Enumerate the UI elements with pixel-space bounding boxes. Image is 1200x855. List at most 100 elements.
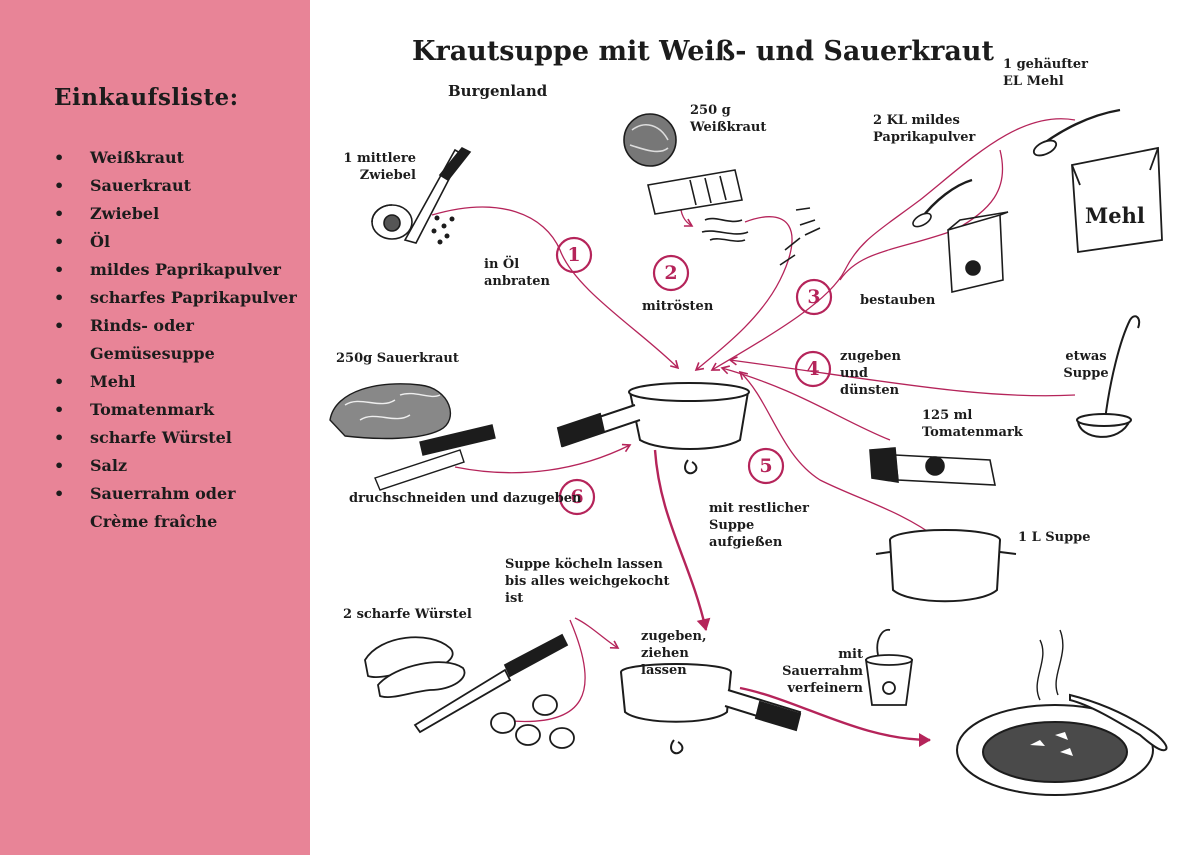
list-item-label: Zwiebel — [90, 204, 160, 223]
bullet-icon: • — [54, 204, 65, 223]
flow-line-ladle — [728, 356, 1076, 397]
flow-arrow-simmer — [653, 449, 711, 631]
list-item-label: scharfes Paprikapulver — [90, 288, 297, 307]
bullet-icon: • — [54, 148, 65, 167]
ladle-icon — [1076, 315, 1141, 438]
ingredient-white-cabbage-label: 250 g Weißkraut — [690, 103, 767, 135]
list-item-label: Tomatenmark — [90, 400, 215, 419]
soup-bowl-icon — [956, 629, 1168, 796]
step-4-number: 4 — [806, 358, 820, 380]
list-item: • Sauerrahm oder — [54, 480, 304, 508]
list-item: • Tomatenmark — [54, 396, 304, 424]
finish-note: mit Sauerrahm verfeinern — [782, 647, 863, 696]
list-item-label: Salz — [90, 456, 128, 475]
shopping-list-heading: Einkaufsliste: — [54, 84, 239, 111]
step-2-circle — [652, 254, 690, 292]
list-item-label: scharfe Würstel — [90, 428, 232, 447]
step-5-circle — [747, 447, 785, 485]
frying-pan-icon — [556, 382, 750, 475]
step-3-circle — [795, 278, 833, 316]
flow-line-onion — [431, 206, 680, 370]
ingredient-sauerkraut-label: 250g Sauerkraut — [336, 351, 459, 366]
soup-pot-icon — [875, 529, 1017, 603]
flour-bag-label: Mehl — [1085, 203, 1145, 228]
sausages-icon — [364, 633, 575, 749]
bullet-icon: • — [54, 288, 65, 307]
sauerkraut-icon — [329, 383, 496, 491]
flour-bag-icon — [1032, 108, 1163, 254]
list-item: • mildes Paprikapulver — [54, 256, 304, 284]
list-item: • Sauerkraut — [54, 172, 304, 200]
shopping-list-panel: Einkaufsliste: • Weißkraut • Sauerkraut • Z… — [0, 0, 310, 855]
bullet-icon: • — [54, 316, 65, 335]
add-rest-note: zugeben, ziehen lassen — [641, 629, 707, 678]
ingredient-tomato-paste-label: 125 ml Tomatenmark — [922, 408, 1023, 440]
step-1-number: 1 — [567, 244, 581, 266]
step-3-number: 3 — [807, 286, 821, 308]
bullet-icon: • — [54, 372, 65, 391]
flow-line-cabbage — [694, 216, 793, 372]
list-item-label: Sauerrahm oder — [90, 484, 236, 503]
step-4-text: zugeben und dünsten — [840, 349, 902, 398]
list-item-label: Weißkraut — [90, 148, 184, 167]
step-2-text: mitrösten — [642, 299, 714, 314]
flow-line-sausage-loop — [499, 619, 586, 723]
step-1-circle — [555, 236, 593, 274]
flow-line-sauerkraut — [454, 443, 632, 474]
step-2-number: 2 — [664, 262, 678, 284]
step-5-text: mit restlicher Suppe aufgießen — [709, 501, 810, 550]
bullet-icon: • — [54, 232, 65, 251]
list-item: • Rinds- oder Gemüsesuppe — [54, 312, 304, 368]
step-3-text: bestauben — [860, 293, 936, 308]
list-item: • Salz — [54, 452, 304, 480]
saucepan-icon — [620, 663, 802, 755]
ingredient-paprika-label: 2 KL mildes Paprikapulver — [873, 113, 976, 145]
list-item-label: Crème fraîche — [90, 512, 218, 531]
bullet-icon: • — [54, 428, 65, 447]
bullet-icon: • — [54, 176, 65, 195]
step-6-circle — [558, 478, 596, 516]
bullet-icon: • — [54, 456, 65, 475]
list-item: • Weißkraut — [54, 144, 304, 172]
ingredient-flour-label: 1 gehäufter EL Mehl — [1003, 57, 1088, 89]
list-item-label: mildes Paprikapulver — [90, 260, 281, 279]
list-item-label: Rinds- oder Gemüsesuppe — [90, 316, 215, 363]
ingredient-onion-label: 1 mittlere Zwiebel — [343, 151, 416, 183]
list-item-label: Öl — [90, 232, 111, 251]
list-item: • scharfes Paprikapulver — [54, 284, 304, 312]
shopping-list: • Weißkraut • Sauerkraut • Zwiebel • Öl • mil… — [54, 144, 304, 536]
bullet-icon: • — [54, 260, 65, 279]
step-4-circle — [794, 350, 832, 388]
list-item-label: Mehl — [90, 372, 136, 391]
bullet-icon: • — [54, 484, 65, 503]
ingredient-soup-pot-label: 1 L Suppe — [1018, 530, 1091, 545]
ingredient-soup-ladle-label: etwas Suppe — [1063, 349, 1109, 381]
flow-line-flour — [710, 118, 1076, 371]
ingredient-sausages-label: 2 scharfe Würstel — [343, 607, 472, 622]
step-6-number: 6 — [570, 486, 584, 508]
list-item: Crème fraîche — [54, 508, 304, 536]
recipe-region: Burgenland — [448, 82, 548, 100]
step-1-text: in Öl anbraten — [484, 257, 550, 289]
flow-line-tomato — [720, 365, 891, 441]
onion-knife-icon — [371, 146, 472, 245]
cabbage-grater-icon — [623, 113, 821, 266]
list-item-label: Sauerkraut — [90, 176, 192, 195]
sour-cream-cup-icon — [864, 628, 914, 706]
step-circles — [555, 236, 833, 516]
list-item: • Zwiebel — [54, 200, 304, 228]
flow-line-sausage — [574, 617, 620, 649]
flow-arrow-serve — [739, 686, 931, 747]
recipe-title: Krautsuppe mit Weiß- und Sauerkraut — [412, 36, 994, 67]
step-6-text: druchschneiden und dazugeben — [349, 491, 582, 506]
list-item: • Öl — [54, 228, 304, 256]
list-item: • Mehl — [54, 368, 304, 396]
simmer-note: Suppe köcheln lassen bis alles weichgeko… — [505, 557, 670, 606]
tomato-paste-tube-icon — [869, 447, 996, 486]
bullet-icon: • — [54, 400, 65, 419]
step-5-number: 5 — [759, 455, 773, 477]
paprika-box-icon — [912, 178, 1009, 293]
list-item: • scharfe Würstel — [54, 424, 304, 452]
flow-line-soup — [738, 370, 941, 541]
